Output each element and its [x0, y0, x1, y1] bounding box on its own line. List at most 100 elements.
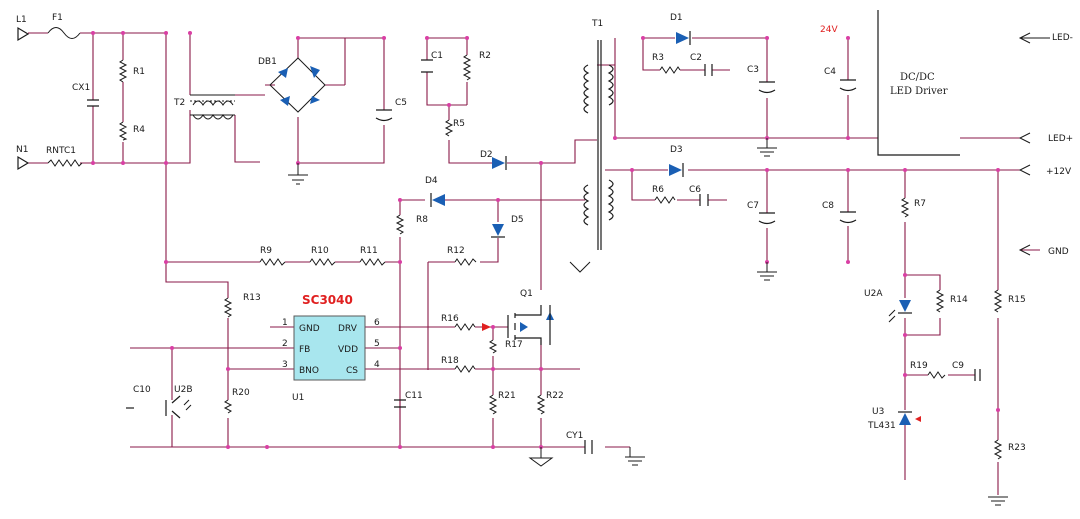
label-q1: Q1 [520, 289, 533, 299]
capacitor-cy1 [584, 440, 593, 454]
label-r14: R14 [950, 295, 968, 305]
resistor-r1 [118, 59, 128, 83]
label-d1: D1 [670, 13, 683, 23]
fuse-f1 [47, 27, 81, 39]
label-r17: R17 [505, 340, 523, 350]
ic-pin-4: 4 [374, 360, 380, 370]
resistor-r20 [223, 399, 233, 414]
output-led-pos: LED+ [1048, 134, 1073, 144]
label-rntc1: RNTC1 [46, 146, 76, 156]
ic-sc3040 [293, 315, 366, 381]
mosfet-q1 [507, 305, 554, 345]
ic-pin-2: 2 [282, 339, 288, 349]
label-r21: R21 [498, 391, 516, 401]
output-gnd: GND [1048, 247, 1069, 257]
ground-sec-lower [757, 262, 777, 281]
arrow-led-pos [1018, 132, 1031, 144]
capacitor-c2 [704, 64, 713, 76]
label-r12: R12 [447, 246, 465, 256]
label-c2: C2 [690, 53, 702, 63]
ic-pin-drv: DRV [338, 324, 358, 334]
ground-sec-upper [757, 138, 777, 157]
resistor-r12 [454, 258, 477, 266]
ground-cy1 [625, 447, 645, 466]
diode-d4 [430, 193, 445, 207]
capacitor-c4 [839, 79, 857, 92]
label-r15: R15 [1008, 295, 1026, 305]
optocoupler-u2b [165, 395, 192, 419]
label-f1: F1 [52, 13, 63, 23]
label-t2: T2 [173, 98, 185, 108]
capacitor-c3 [758, 81, 776, 94]
label-r8: R8 [416, 215, 428, 225]
resistor-r14 [935, 289, 945, 313]
label-r7: R7 [914, 199, 926, 209]
wires [28, 32, 1040, 495]
label-t1: T1 [591, 19, 603, 29]
junction-dots [91, 31, 1000, 449]
arrow-gnd [1018, 244, 1031, 256]
label-db1: DB1 [258, 57, 277, 67]
label-r13: R13 [243, 293, 261, 303]
output-12v: +12V [1046, 167, 1072, 177]
ntc-rntc1 [47, 159, 83, 167]
label-r11: R11 [360, 246, 378, 256]
ic-pin-cs: CS [346, 366, 358, 376]
diode-d3 [669, 163, 684, 177]
ic-pin-5: 5 [374, 339, 380, 349]
resistor-r2 [462, 54, 472, 81]
label-r1: R1 [133, 67, 145, 77]
diode-d2 [492, 156, 507, 170]
drive-arrow [482, 323, 491, 331]
arrow-led-neg [1018, 32, 1050, 44]
ground-output [988, 496, 1008, 506]
label-c6: C6 [689, 185, 701, 195]
label-r22: R22 [546, 391, 564, 401]
label-l1: L1 [16, 15, 27, 25]
label-u2b: U2B [174, 385, 193, 395]
ic-pin-6: 6 [374, 318, 380, 328]
ground-bottom [528, 447, 554, 467]
resistor-r13 [223, 297, 233, 318]
capacitor-c6 [699, 194, 709, 206]
resistor-r21 [488, 394, 498, 415]
label-r16: R16 [441, 314, 459, 324]
resistor-r9 [259, 258, 286, 266]
terminal-l1 [17, 26, 30, 42]
optocoupler-u2a [888, 300, 912, 323]
resistor-r8 [395, 214, 405, 235]
label-c10: C10 [133, 385, 151, 395]
capacitor-c11 [394, 399, 406, 408]
ic-pin-fb: FB [299, 345, 310, 355]
label-u1: U1 [292, 393, 304, 403]
resistor-r11 [359, 258, 386, 266]
resistor-r6 [654, 196, 676, 204]
capacitor-c7 [758, 212, 776, 225]
ic-pin-bno: BNO [299, 366, 319, 376]
label-u2a: U2A [864, 289, 883, 299]
diode-d5 [491, 224, 505, 238]
label-r4: R4 [133, 125, 145, 135]
transformer-t1 [569, 40, 614, 273]
resistor-r18 [454, 365, 476, 373]
resistor-r15 [993, 289, 1003, 313]
capacitor-c9 [974, 369, 981, 381]
ic-pin-3: 3 [282, 360, 288, 370]
resistor-r3 [659, 66, 681, 74]
label-c3: C3 [747, 65, 759, 75]
label-c4: C4 [824, 67, 836, 77]
arrow-12v [1018, 164, 1031, 176]
label-r20: R20 [232, 388, 250, 398]
label-tl431: TL431 [867, 421, 896, 431]
diode-d1 [676, 31, 691, 45]
label-r10: R10 [311, 246, 329, 256]
choke-t2 [190, 94, 235, 120]
label-c9: C9 [952, 361, 964, 371]
label-u3: U3 [872, 407, 884, 417]
label-cy1: CY1 [566, 431, 583, 441]
ic-pin-1: 1 [282, 318, 288, 328]
label-n1: N1 [16, 145, 28, 155]
label-r5: R5 [453, 119, 465, 129]
